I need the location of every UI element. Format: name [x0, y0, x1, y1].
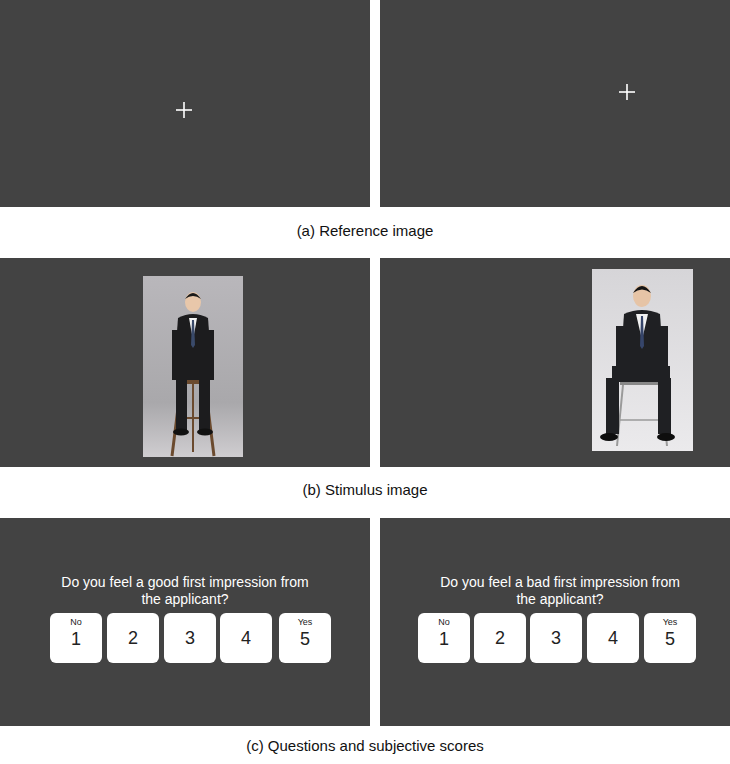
stimulus-panel: [380, 258, 730, 467]
score-number: 5: [279, 628, 331, 650]
score-button: 3: [164, 613, 216, 663]
scale-anchor: No: [418, 617, 470, 627]
scale-anchor: Yes: [644, 617, 696, 627]
scale-anchor: No: [50, 617, 102, 627]
score-number: 4: [220, 627, 272, 649]
figure-caption: (c) Questions and subjective scores: [0, 737, 730, 755]
score-number: 3: [530, 627, 582, 649]
score-button: No1: [50, 613, 102, 663]
score-number: 1: [50, 628, 102, 650]
reference-panel: [380, 0, 730, 207]
score-number: 4: [587, 627, 639, 649]
score-button: No1: [418, 613, 470, 663]
figure-caption: (a) Reference image: [0, 222, 730, 240]
fixation-cross: [176, 84, 635, 118]
score-button: Yes5: [644, 613, 696, 663]
question-panel: Do you feel a bad first impression from …: [380, 518, 730, 726]
score-button: 3: [530, 613, 582, 663]
score-button: 2: [107, 613, 159, 663]
score-number: 3: [164, 627, 216, 649]
reference-panel: [0, 0, 370, 207]
figure-caption: (b) Stimulus image: [0, 481, 730, 499]
score-number: 5: [644, 628, 696, 650]
score-button: 4: [587, 613, 639, 663]
applicant-photo: [143, 276, 243, 457]
stimulus-panel: [0, 258, 370, 467]
applicant-photo: [592, 269, 693, 451]
question-text: Do you feel a good first impression from…: [60, 574, 310, 608]
question-panel: Do you feel a good first impression from…: [0, 518, 370, 726]
score-number: 1: [418, 628, 470, 650]
score-button: Yes5: [279, 613, 331, 663]
score-button: 4: [220, 613, 272, 663]
score-button: 2: [474, 613, 526, 663]
scale-anchor: Yes: [279, 617, 331, 627]
question-text: Do you feel a bad first impression from …: [435, 574, 685, 608]
score-number: 2: [474, 627, 526, 649]
score-number: 2: [107, 627, 159, 649]
